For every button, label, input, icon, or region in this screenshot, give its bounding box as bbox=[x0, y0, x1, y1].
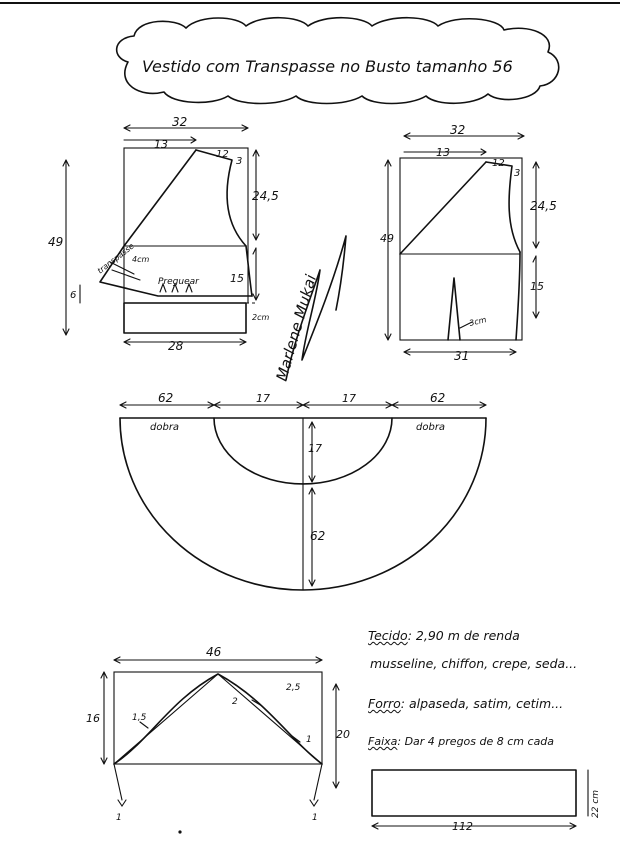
back-shoulder-small: 12 bbox=[492, 158, 505, 169]
title-text: Vestido com Transpasse no Busto tamanho … bbox=[142, 57, 513, 76]
sleeve-cap-mid: 2 bbox=[232, 697, 238, 707]
forro-label: Forro bbox=[368, 696, 401, 711]
front-height: 49 bbox=[48, 235, 63, 249]
sleeve-left-height: 16 bbox=[86, 712, 100, 725]
tecido-text: : 2,90 m de renda bbox=[407, 628, 520, 643]
front-waistband: 28 bbox=[168, 339, 184, 353]
forro-line: Forro: alpaseda, satim, cetim... bbox=[368, 696, 564, 711]
tecido-line-2: musseline, chiffon, crepe, seda... bbox=[370, 656, 578, 671]
back-bottom: 31 bbox=[454, 349, 469, 363]
skirt bbox=[119, 401, 487, 591]
sleeve bbox=[100, 656, 340, 807]
front-shoulder-left: 13 bbox=[154, 138, 168, 151]
skirt-seg1: 62 bbox=[158, 391, 173, 405]
back-side-lower: 15 bbox=[530, 280, 544, 293]
signature: Marlene Mukai bbox=[273, 272, 321, 383]
skirt-seg3: 17 bbox=[342, 392, 356, 405]
back-height: 49 bbox=[380, 232, 394, 245]
sash-height: 22 cm bbox=[591, 790, 601, 818]
skirt-length: 62 bbox=[310, 529, 325, 543]
front-width-top: 32 bbox=[172, 115, 187, 129]
front-diag-label: transpasse bbox=[96, 241, 136, 275]
front-hem-offset: 2cm bbox=[252, 313, 269, 322]
back-small-right: 3 bbox=[514, 168, 520, 179]
front-left-small: 6 bbox=[70, 290, 76, 301]
front-pleat-label: Preguear bbox=[158, 277, 200, 287]
front-side-lower: 15 bbox=[230, 272, 244, 285]
sash bbox=[371, 769, 589, 830]
back-armhole: 24,5 bbox=[530, 199, 557, 213]
back-dart: 3cm bbox=[468, 315, 487, 328]
tecido-line: Tecido: 2,90 m de renda bbox=[368, 628, 520, 643]
sleeve-bottom-left: 1 bbox=[116, 813, 122, 823]
skirt-fold-left: dobra bbox=[150, 422, 179, 433]
front-armhole: 24,5 bbox=[252, 189, 279, 203]
faixa-text: : Dar 4 pregos de 8 cm cada bbox=[397, 735, 555, 748]
bodice-back bbox=[384, 132, 540, 356]
front-shoulder-small: 12 bbox=[216, 149, 229, 160]
faixa-label: Faixa bbox=[368, 735, 398, 748]
bodice-front bbox=[62, 124, 260, 346]
skirt-seg4: 62 bbox=[430, 391, 445, 405]
title-cloud bbox=[115, 16, 560, 105]
skirt-seg2: 17 bbox=[256, 392, 270, 405]
sleeve-cap-right: 2,5 bbox=[286, 683, 301, 693]
front-diag-sub: 4cm bbox=[132, 255, 149, 264]
back-shoulder-left: 13 bbox=[436, 146, 450, 159]
sleeve-right-one: 1 bbox=[306, 735, 312, 745]
sleeve-width: 46 bbox=[206, 645, 222, 659]
tecido-label: Tecido bbox=[368, 628, 408, 643]
sleeve-cap-left: 1,5 bbox=[132, 713, 147, 723]
signature-mark bbox=[285, 235, 347, 381]
faixa-line: Faixa: Dar 4 pregos de 8 cm cada bbox=[368, 736, 554, 747]
sleeve-right-height: 20 bbox=[336, 728, 350, 741]
forro-text: : alpaseda, satim, cetim... bbox=[400, 696, 564, 711]
skirt-fold-right: dobra bbox=[416, 422, 445, 433]
back-width-top: 32 bbox=[450, 123, 465, 137]
skirt-waist-radius: 17 bbox=[308, 442, 322, 455]
sash-width: 112 bbox=[452, 820, 473, 833]
ink-dot bbox=[178, 830, 182, 834]
front-small-right: 3 bbox=[236, 156, 242, 167]
sleeve-bottom-right: 1 bbox=[312, 813, 318, 823]
